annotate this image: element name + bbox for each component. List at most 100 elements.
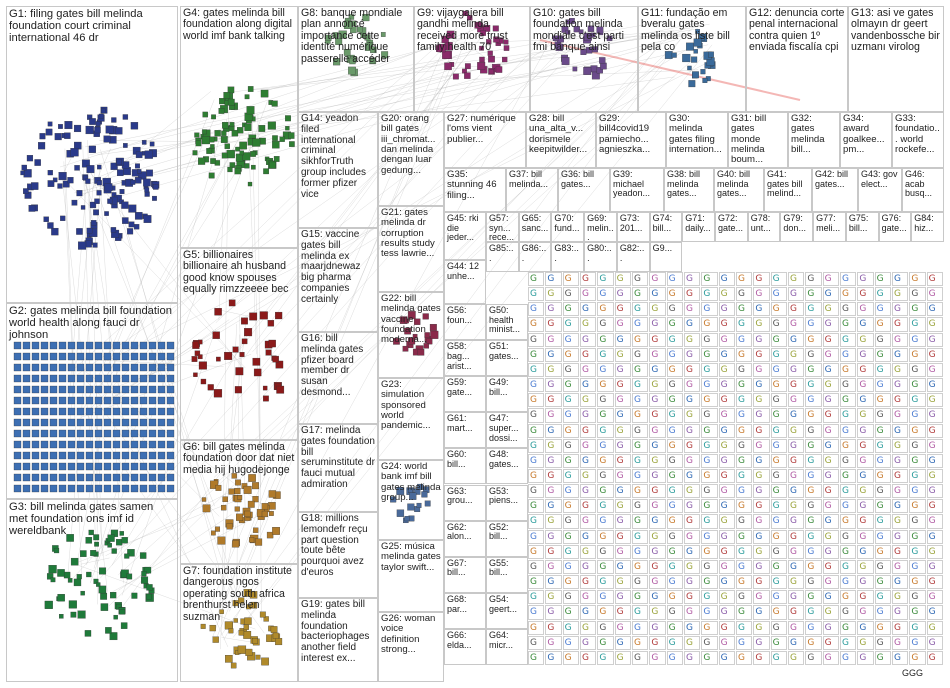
isolate-node[interactable]: G (528, 499, 545, 514)
isolate-node[interactable]: G (597, 423, 614, 438)
isolate-node[interactable]: G (857, 635, 874, 650)
isolate-node[interactable]: G (805, 575, 822, 590)
isolate-node[interactable]: G (857, 378, 874, 393)
isolate-node[interactable]: G (874, 378, 891, 393)
group-g31[interactable]: G31: bill gates monde melinda boum... (728, 112, 788, 168)
isolate-node[interactable]: G (909, 438, 926, 453)
isolate-node[interactable]: G (649, 499, 666, 514)
isolate-node[interactable]: G (892, 469, 909, 484)
isolate-node[interactable]: G (736, 378, 753, 393)
isolate-node[interactable]: G (753, 620, 770, 635)
isolate-node[interactable]: G (770, 469, 787, 484)
isolate-node[interactable]: G (666, 423, 683, 438)
isolate-node[interactable]: G (580, 484, 597, 499)
isolate-node[interactable]: G (892, 393, 909, 408)
isolate-node[interactable]: G (666, 378, 683, 393)
isolate-node[interactable]: G (701, 453, 718, 468)
isolate-node[interactable]: G (649, 514, 666, 529)
isolate-node[interactable]: G (718, 575, 735, 590)
isolate-node[interactable]: G (718, 544, 735, 559)
isolate-node[interactable]: G (926, 302, 943, 317)
isolate-node[interactable]: G (840, 438, 857, 453)
isolate-node[interactable]: G (892, 559, 909, 575)
isolate-node[interactable]: G (857, 438, 874, 453)
isolate-node[interactable]: G (649, 575, 666, 590)
isolate-node[interactable]: G (528, 544, 545, 559)
group-g33[interactable]: G33: foundatio... world rockefe... (892, 112, 944, 168)
isolate-node[interactable]: G (701, 590, 718, 605)
isolate-node[interactable]: G (528, 272, 545, 287)
isolate-node[interactable]: G (753, 529, 770, 544)
isolate-node[interactable]: G (857, 347, 874, 362)
isolate-node[interactable]: G (701, 302, 718, 317)
isolate-node[interactable]: G (718, 469, 735, 484)
isolate-node[interactable]: G (805, 453, 822, 468)
isolate-node[interactable]: G (840, 575, 857, 590)
isolate-node[interactable]: G (909, 499, 926, 514)
isolate-node[interactable]: G (684, 317, 701, 332)
isolate-node[interactable]: G (649, 484, 666, 499)
isolate-node[interactable]: G (614, 362, 631, 378)
isolate-node[interactable]: G (545, 575, 562, 590)
group-g14[interactable]: G14: yeadon filed international criminal… (298, 112, 378, 228)
isolate-node[interactable]: G (857, 544, 874, 559)
isolate-node[interactable]: G (718, 378, 735, 393)
isolate-node[interactable]: G (684, 287, 701, 302)
isolate-node[interactable]: G (666, 635, 683, 650)
isolate-node[interactable]: G (718, 362, 735, 378)
isolate-node[interactable]: G (580, 302, 597, 317)
isolate-node[interactable]: G (684, 393, 701, 408)
isolate-node[interactable]: G (632, 287, 649, 302)
isolate-node[interactable]: G (857, 650, 874, 665)
group-g35[interactable]: G35: stunning 46 filing... (444, 168, 506, 212)
isolate-node[interactable]: G (545, 317, 562, 332)
isolate-node[interactable]: G (770, 529, 787, 544)
isolate-node[interactable]: G (632, 590, 649, 605)
mini-group-cell[interactable]: G68: par... (444, 592, 486, 629)
isolate-node[interactable]: G (909, 317, 926, 332)
isolate-node[interactable]: G (718, 620, 735, 635)
isolate-node[interactable]: G (926, 620, 943, 635)
isolate-node[interactable]: G (822, 362, 839, 378)
isolate-node[interactable]: G (597, 559, 614, 575)
isolate-node[interactable]: G (701, 408, 718, 423)
isolate-node[interactable]: G (909, 347, 926, 362)
isolate-node[interactable]: G (528, 347, 545, 362)
isolate-node[interactable]: G (632, 393, 649, 408)
isolate-node[interactable]: G (857, 559, 874, 575)
mini-group-cell[interactable]: G60: bill... (444, 448, 486, 485)
isolate-node[interactable]: G (909, 575, 926, 590)
group-g36[interactable]: G36: bill gates... (558, 168, 610, 212)
isolate-node[interactable]: G (580, 514, 597, 529)
isolate-node[interactable]: G (614, 605, 631, 620)
isolate-node[interactable]: G (840, 332, 857, 347)
isolate-node[interactable]: G (736, 317, 753, 332)
isolate-node[interactable]: G (545, 423, 562, 438)
isolate-node[interactable]: G (736, 499, 753, 514)
isolate-node[interactable]: G (788, 453, 805, 468)
isolate-node[interactable]: G (684, 605, 701, 620)
isolate-node[interactable]: G (892, 362, 909, 378)
isolate-node[interactable]: G (562, 453, 579, 468)
group-g18[interactable]: G18: millions lemondefr reçu part questi… (298, 512, 378, 598)
isolate-node[interactable]: G (805, 469, 822, 484)
isolate-node[interactable]: G (649, 378, 666, 393)
isolate-node[interactable]: G (857, 484, 874, 499)
isolate-node[interactable]: G (909, 590, 926, 605)
isolate-node[interactable]: G (701, 575, 718, 590)
isolate-node[interactable]: G (666, 575, 683, 590)
isolate-node[interactable]: G (788, 544, 805, 559)
isolate-node[interactable]: G (857, 469, 874, 484)
isolate-node[interactable]: G (562, 559, 579, 575)
isolate-node[interactable]: G (718, 650, 735, 665)
isolate-node[interactable]: G (597, 378, 614, 393)
isolate-node[interactable]: G (597, 272, 614, 287)
isolate-node[interactable]: G (788, 317, 805, 332)
isolate-node[interactable]: G (874, 332, 891, 347)
isolate-node[interactable]: G (926, 287, 943, 302)
group-g19[interactable]: G19: gates bill melinda foundation bacte… (298, 598, 378, 682)
isolate-node[interactable]: G (770, 590, 787, 605)
isolate-node[interactable]: G (614, 529, 631, 544)
small-group-cell[interactable]: G79: don... (780, 212, 814, 242)
mini-group-cell[interactable]: G52: bill... (486, 520, 528, 557)
